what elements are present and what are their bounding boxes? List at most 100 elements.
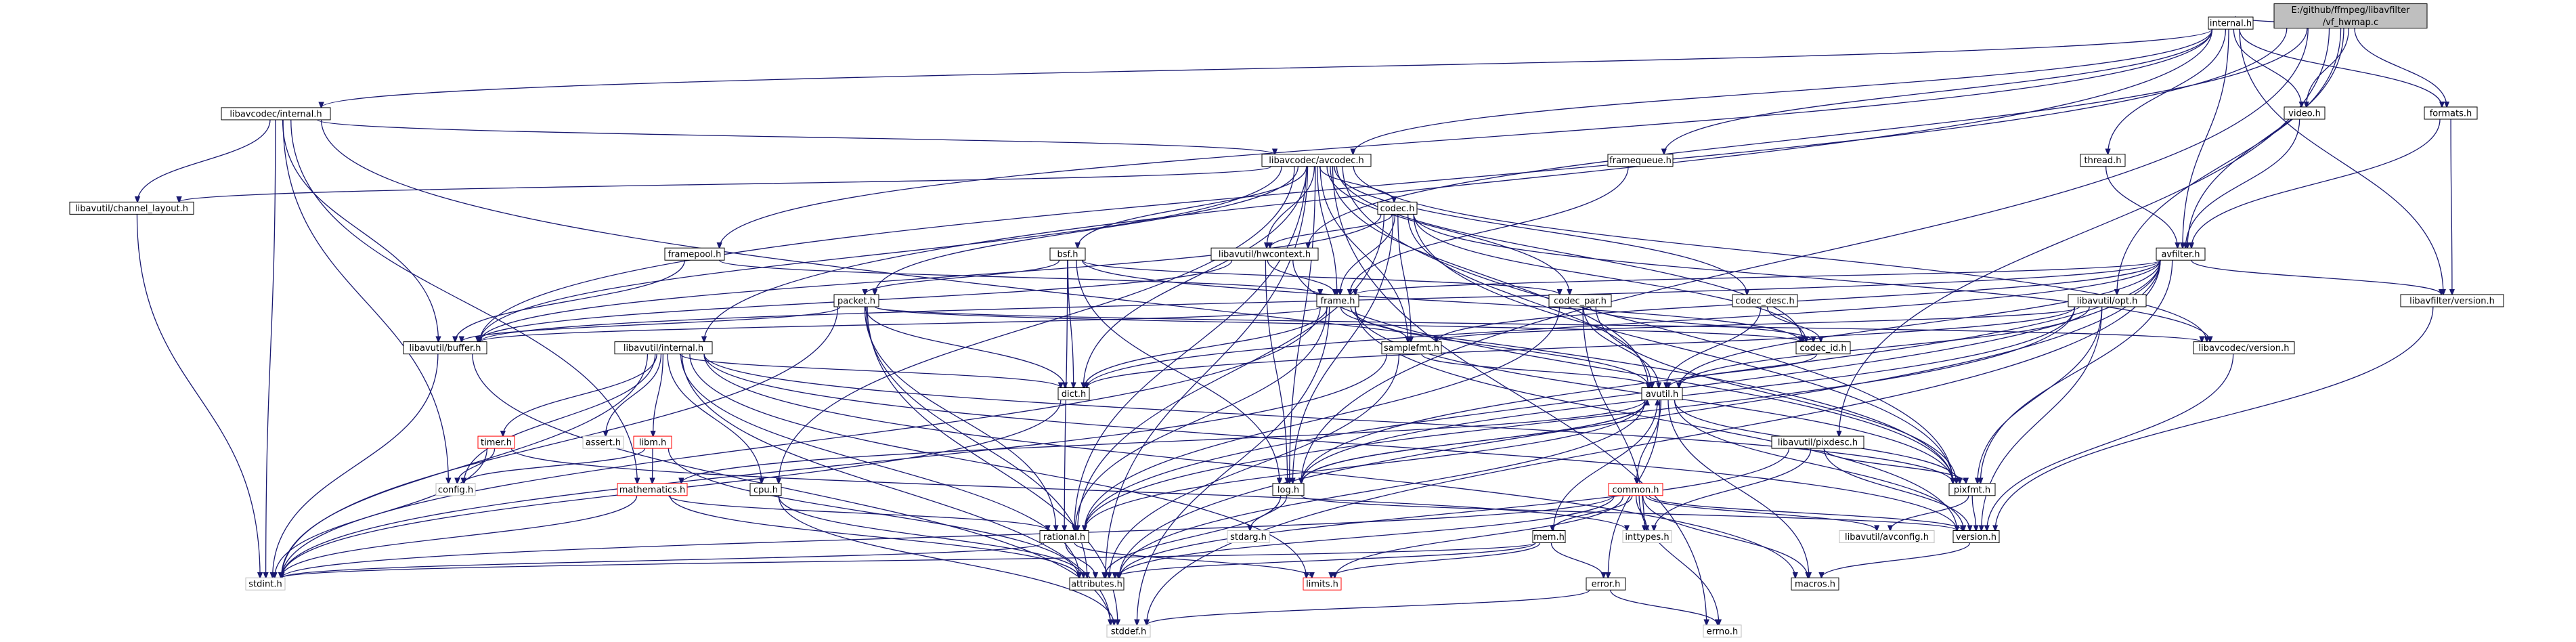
node-label: mem.h [1533,532,1565,542]
graph-node-assert-h[interactable]: assert.h [582,435,624,449]
dependency-edge [1679,306,2090,388]
graph-node-pixdesc-h[interactable]: libavutil/pixdesc.h [1771,435,1864,449]
graph-node-limits-h[interactable]: limits.h [1303,577,1342,591]
dependency-edge [1649,495,1963,531]
node-box [614,341,713,355]
dependency-edge [1119,448,1790,578]
dependency-edge [2187,28,2344,249]
graph-node-stdint-h[interactable]: stdint.h [245,577,286,591]
node-box [1377,201,1418,215]
graph-node-common-h[interactable]: common.h [1608,483,1663,496]
dependency-edge [480,28,2288,342]
dependency-edge [1076,260,1280,484]
graph-node-log-h[interactable]: log.h [1272,483,1305,496]
graph-node-avcodec-version-h[interactable]: libavcodec/version.h [2193,341,2295,355]
graph-node-hwcontext-h[interactable]: libavutil/hwcontext.h [1210,247,1319,261]
graph-node-macros-h[interactable]: macros.h [1791,577,1839,591]
node-box [1952,530,2000,543]
node-box [1227,530,1270,543]
graph-node-rational-h[interactable]: rational.h [1039,530,1089,543]
graph-node-opt-h[interactable]: libavutil/opt.h [2068,294,2147,307]
node-box [1791,577,1839,591]
graph-node-frame-h[interactable]: frame.h [1316,294,1359,307]
graph-node-avfilter-h[interactable]: avfilter.h [2156,247,2206,261]
dependency-edge [1342,166,1952,484]
dependency-edge [1106,166,1309,578]
graph-node-framequeue-h[interactable]: framequeue.h [1607,154,1674,167]
graph-node-version-h[interactable]: version.h [1952,530,2000,543]
graph-node-framepool-h[interactable]: framepool.h [664,247,725,261]
dependency-edge [679,354,1061,388]
dependency-edge [1082,259,1560,295]
dependency-edge [689,354,1307,578]
graph-node-avcodec-h[interactable]: libavcodec/avcodec.h [1261,154,1372,167]
graph-node-pixfmt-h[interactable]: pixfmt.h [1948,483,1996,496]
graph-node-mathematics-h[interactable]: mathematics.h [617,483,688,496]
dependency-edge [1075,306,1328,531]
graph-node-config-h[interactable]: config.h [435,483,476,496]
graph-node-errno-h[interactable]: errno.h [1703,624,1742,638]
node-label: codec.h [1380,204,1415,214]
graph-node-attributes-h[interactable]: attributes.h [1069,577,1125,591]
node-label: log.h [1278,485,1299,495]
graph-node-stddef-h[interactable]: stddef.h [1106,624,1151,638]
graph-node-mem-h[interactable]: mem.h [1532,530,1566,543]
dependency-edge [1292,214,1394,483]
dependency-edge [320,119,1953,484]
node-label: cpu.h [754,485,778,495]
graph-node-channel-layout-h[interactable]: libavutil/channel_layout.h [69,201,194,215]
graph-node-avconfig-h[interactable]: libavutil/avconfig.h [1839,530,1935,543]
graph-node-avcodec-internal-h[interactable]: libavcodec/internal.h [221,107,331,121]
graph-node-inttypes-h[interactable]: inttypes.h [1622,530,1672,543]
edges-layer [137,17,2452,625]
graph-node-dict-h[interactable]: dict.h [1057,387,1090,401]
dependency-edge [2191,259,2441,295]
node-box [1771,435,1864,449]
dependency-edge [462,306,841,342]
graph-node-bsf-h[interactable]: bsf.h [1049,247,1086,261]
dependency-edge [480,214,1382,341]
dependency-edge [282,542,1045,578]
graph-node-formats-h[interactable]: formats.h [2424,106,2478,120]
graph-node-internal-h[interactable]: internal.h [2208,16,2254,30]
dependency-edge [464,448,646,484]
node-box [1548,294,1612,307]
node-box [664,247,725,261]
dependency-edge [1407,214,1652,387]
node-box [749,483,782,496]
graph-node-stdarg-h[interactable]: stdarg.h [1227,530,1270,543]
graph-node-error-h[interactable]: error.h [1586,577,1626,591]
dependency-edge [1654,448,1812,530]
node-box [833,294,879,307]
graph-node-timer-h[interactable]: timer.h [477,435,515,449]
graph-node-avfilter-version-h[interactable]: libavfilter/version.h [2400,294,2504,307]
dependency-edge [1637,400,1662,484]
graph-node-avutil-h[interactable]: avutil.h [1641,387,1683,401]
dependency-edge [266,119,276,578]
graph-node-video-h[interactable]: video.h [2284,106,2326,120]
dependency-edge [472,354,1110,625]
graph-node-cpu-h[interactable]: cpu.h [749,483,782,496]
dependency-edge [1982,306,2103,531]
graph-node-root[interactable]: E:/github/ffmpeg/libavfilter/vf_hwmap.c [2273,3,2428,29]
dependency-edge [1301,306,2076,484]
graph-node-codec-h[interactable]: codec.h [1377,201,1418,215]
graph-node-thread-h[interactable]: thread.h [2080,154,2126,167]
graph-node-libm-h[interactable]: libm.h [633,435,672,449]
node-label: common.h [1613,485,1659,495]
dependency-edge [179,166,1272,202]
graph-node-codec-id-h[interactable]: codec_id.h [1795,341,1851,355]
graph-node-samplefmt-h[interactable]: samplefmt.h [1381,341,1442,355]
dependency-edge [1674,400,1964,531]
graph-node-codec-par-h[interactable]: codec_par.h [1548,294,1612,307]
dependency-edge [1147,589,1590,625]
graph-node-codec-desc-h[interactable]: codec_desc.h [1732,294,1798,307]
graph-node-avutil-internal-h[interactable]: libavutil/internal.h [614,341,713,355]
dependency-edge [1078,214,1384,530]
graph-node-packet-h[interactable]: packet.h [833,294,879,307]
dependency-edge [1067,260,1073,387]
node-box [1948,483,1996,496]
dependency-edge [1669,354,1818,388]
graph-node-buffer-h[interactable]: libavutil/buffer.h [403,341,487,355]
node-label: bsf.h [1057,250,1078,260]
